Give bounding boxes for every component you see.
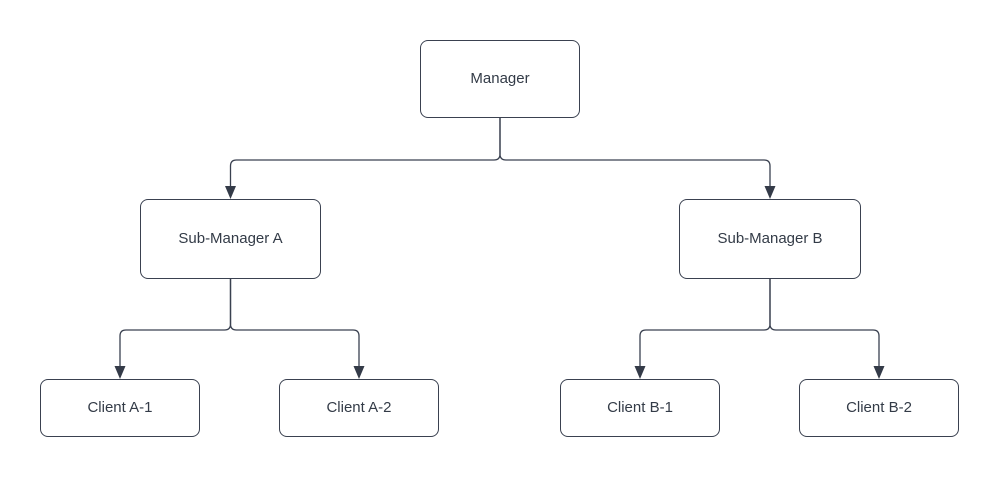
node-client-a2: Client A-2 (279, 379, 439, 437)
arrowhead-client-a1 (114, 366, 126, 379)
node-label: Client A-1 (87, 399, 153, 416)
node-label: Sub-Manager B (717, 230, 823, 247)
node-sub-manager-a: Sub-Manager A (140, 199, 321, 279)
node-manager: Manager (420, 40, 580, 118)
node-client-b2: Client B-2 (799, 379, 959, 437)
arrowhead-sub-b (764, 186, 776, 199)
edge-sub-b-client-b1 (639, 279, 771, 368)
node-label: Client B-1 (607, 399, 673, 416)
node-client-b1: Client B-1 (560, 379, 720, 437)
node-label: Sub-Manager A (178, 230, 283, 247)
edge-sub-a-client-a1 (119, 279, 232, 368)
node-client-a1: Client A-1 (40, 379, 200, 437)
arrowhead-client-a2 (353, 366, 365, 379)
edge-manager-sub-b (499, 118, 771, 188)
node-label: Manager (470, 70, 530, 87)
arrowhead-sub-a (225, 186, 236, 199)
edge-sub-b-client-b2 (769, 279, 880, 368)
edge-manager-sub-a (229, 118, 501, 188)
node-label: Client A-2 (326, 399, 392, 416)
node-label: Client B-2 (846, 399, 912, 416)
arrowhead-client-b1 (634, 366, 646, 379)
node-sub-manager-b: Sub-Manager B (679, 199, 861, 279)
edge-sub-a-client-a2 (229, 279, 360, 368)
arrowhead-client-b2 (873, 366, 885, 379)
